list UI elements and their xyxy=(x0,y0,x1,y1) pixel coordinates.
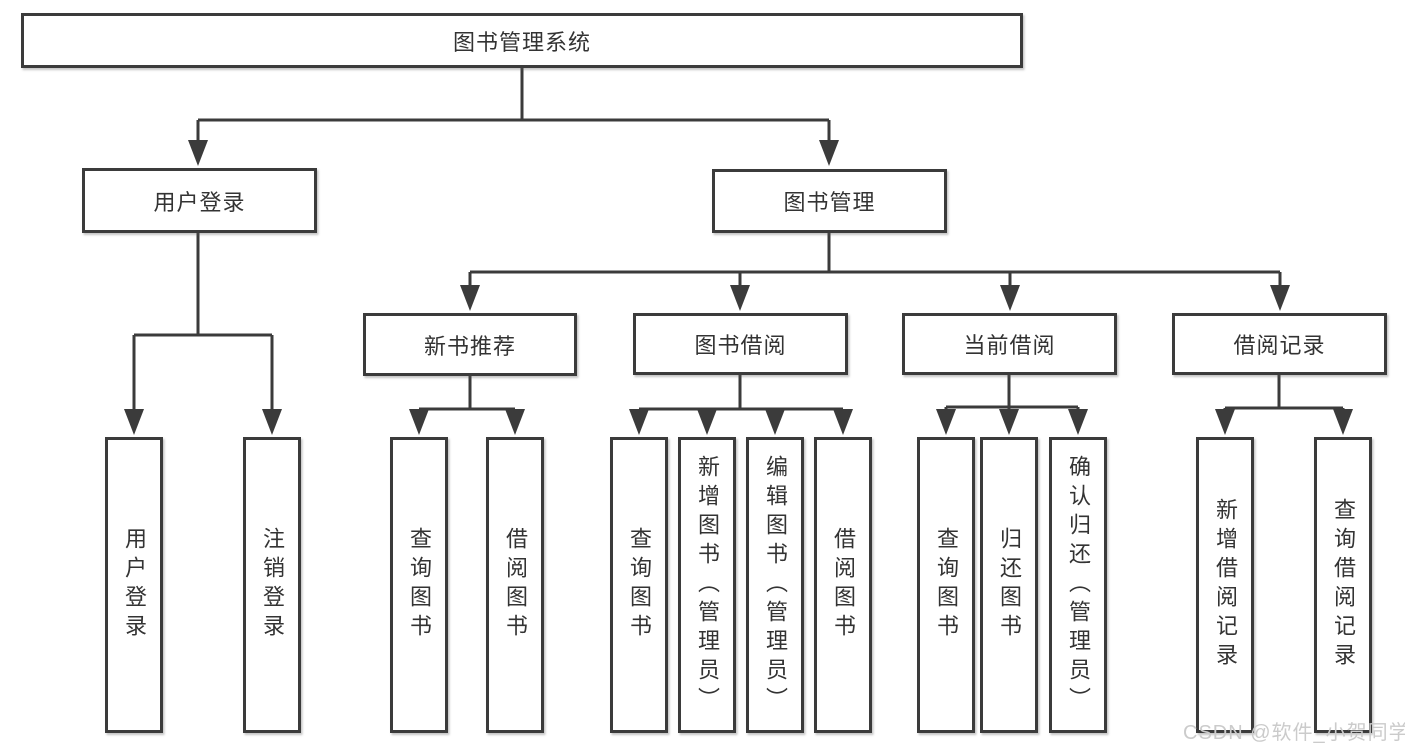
leaf-add-borrow-record: 新增借阅记录 xyxy=(1196,437,1254,733)
arrow-down-icon xyxy=(936,409,956,435)
arrow-down-icon xyxy=(1000,285,1020,311)
arrow-down-icon xyxy=(1333,409,1353,435)
arrow-down-icon xyxy=(999,409,1019,435)
leaf-add-books-admin: 新增图书（管理员） xyxy=(678,437,736,733)
leaf-user-login: 用户登录 xyxy=(105,437,163,733)
leaf-return-books: 归还图书 xyxy=(980,437,1038,733)
node-label: 借阅图书 xyxy=(831,527,856,643)
leaf-query-borrow-record: 查询借阅记录 xyxy=(1314,437,1372,733)
node-label: 确认归还（管理员） xyxy=(1066,454,1091,716)
node-user-login-branch: 用户登录 xyxy=(82,168,317,233)
arrow-down-icon xyxy=(819,140,839,166)
node-book-borrowing: 图书借阅 xyxy=(633,313,848,375)
arrow-down-icon xyxy=(697,409,717,435)
node-label: 新书推荐 xyxy=(423,333,516,359)
node-borrowing-records: 借阅记录 xyxy=(1172,313,1387,375)
node-label: 查询图书 xyxy=(934,527,959,643)
node-label: 借阅图书 xyxy=(503,527,528,643)
node-label: 新增图书（管理员） xyxy=(695,454,720,716)
leaf-query-books: 查询图书 xyxy=(610,437,668,733)
leaf-borrow-books: 借阅图书 xyxy=(814,437,872,733)
node-current-borrowing: 当前借阅 xyxy=(902,313,1117,375)
arrow-down-icon xyxy=(629,409,649,435)
leaf-logout: 注销登录 xyxy=(243,437,301,733)
node-label: 图书管理系统 xyxy=(452,29,591,55)
leaf-borrow-books: 借阅图书 xyxy=(486,437,544,733)
leaf-query-books: 查询图书 xyxy=(917,437,975,733)
arrow-down-icon xyxy=(1215,409,1235,435)
node-label: 图书借阅 xyxy=(694,333,787,358)
arrow-down-icon xyxy=(505,409,525,435)
node-label: 编辑图书（管理员） xyxy=(763,454,788,716)
node-label: 注销登录 xyxy=(260,527,285,643)
node-label: 用户登录 xyxy=(153,189,246,215)
arrow-down-icon xyxy=(1270,285,1290,311)
arrow-down-icon xyxy=(188,140,208,166)
node-label: 查询图书 xyxy=(627,527,652,643)
arrow-down-icon xyxy=(765,409,785,435)
node-label: 归还图书 xyxy=(997,527,1022,643)
arrow-down-icon xyxy=(460,285,480,311)
node-label: 查询借阅记录 xyxy=(1331,498,1356,672)
node-label: 借阅记录 xyxy=(1233,333,1326,358)
node-book-management-branch: 图书管理 xyxy=(712,169,947,233)
arrow-down-icon xyxy=(409,409,429,435)
arrow-down-icon xyxy=(730,285,750,311)
csdn-watermark: CSDN @软件_小贺同学 xyxy=(1183,722,1405,744)
node-label: 图书管理 xyxy=(783,190,876,215)
arrow-down-icon xyxy=(124,409,144,435)
leaf-confirm-return-admin: 确认归还（管理员） xyxy=(1049,437,1107,733)
leaf-edit-books-admin: 编辑图书（管理员） xyxy=(746,437,804,733)
node-label: 用户登录 xyxy=(122,527,147,643)
node-label: 新增借阅记录 xyxy=(1213,498,1238,672)
node-label: 查询图书 xyxy=(407,527,432,643)
node-label: 当前借阅 xyxy=(963,333,1056,358)
arrow-down-icon xyxy=(833,409,853,435)
node-library-management-system: 图书管理系统 xyxy=(21,13,1023,68)
node-new-book-recommendation: 新书推荐 xyxy=(363,313,577,376)
arrow-down-icon xyxy=(262,409,282,435)
leaf-query-books: 查询图书 xyxy=(390,437,448,733)
arrow-down-icon xyxy=(1068,409,1088,435)
arrowheads xyxy=(124,140,1353,435)
